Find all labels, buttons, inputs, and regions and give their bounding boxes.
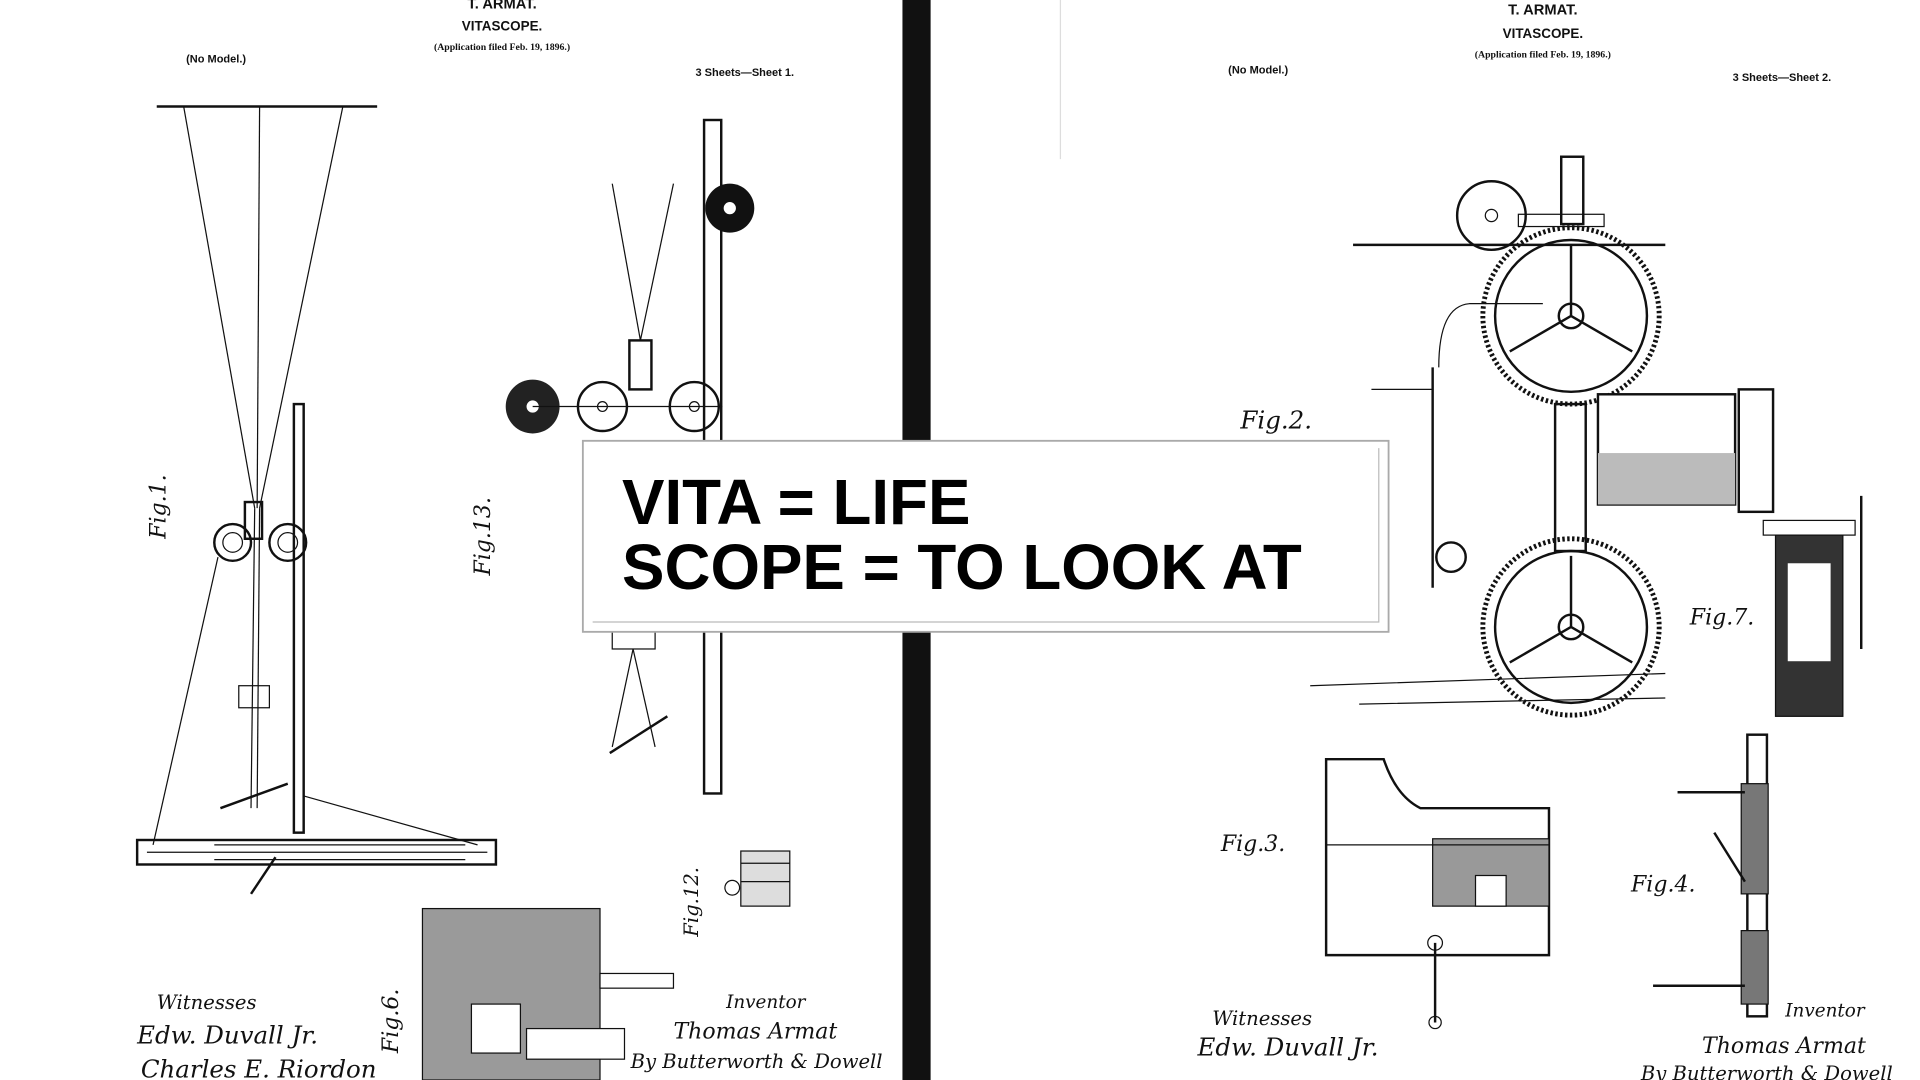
left-witness-2: Charles E. Riordon [141, 1055, 377, 1080]
caption-line-2: SCOPE = TO LOOK AT [622, 532, 1302, 603]
fig12-label: Fig.12. [680, 867, 703, 938]
left-inventor-name: T. ARMAT. [467, 0, 536, 13]
fig6-drawing: Fig.6. [379, 907, 675, 1080]
right-witnesses-label: Witnesses [1212, 1007, 1312, 1030]
right-witness-1: Edw. Duvall Jr. [1197, 1033, 1379, 1062]
left-attorney-signature: By Butterworth & Dowell [630, 1050, 883, 1073]
right-signatures: Witnesses Edw. Duvall Jr. Inventor Thoma… [1197, 1000, 1893, 1080]
left-witness-1: Edw. Duvall Jr. [136, 1020, 318, 1049]
fig3-drawing: Fig.3. [1220, 757, 1551, 1030]
right-inventor-label: Inventor [1784, 1000, 1866, 1021]
fig7-label: Fig.7. [1689, 605, 1754, 630]
fig1-projector-drawing: Fig.1. [135, 105, 498, 895]
caption-line-1: VITA = LIFE [622, 467, 970, 538]
fig4-drawing: Fig.4. [1630, 733, 1769, 1018]
fig6-label: Fig.6. [379, 989, 404, 1054]
left-sheet-header: T. ARMAT. VITASCOPE. (Application filed … [186, 0, 794, 79]
fig2-drawing: Fig.2. [1239, 155, 1775, 718]
fig12-drawing: Fig.12. [680, 850, 791, 938]
right-attorney-signature: By Butterworth & Dowell [1640, 1062, 1893, 1080]
fig13-label: Fig.13. [471, 497, 496, 576]
left-title: VITASCOPE. [462, 19, 542, 34]
right-sheet-number: 3 Sheets—Sheet 2. [1733, 72, 1832, 84]
left-sheet-number: 3 Sheets—Sheet 1. [696, 67, 795, 79]
left-signatures: Witnesses Edw. Duvall Jr. Charles E. Rio… [136, 991, 882, 1080]
fig7-drawing: Fig.7. [1689, 495, 1863, 717]
caption-box: VITA = LIFE SCOPE = TO LOOK AT [581, 439, 1390, 633]
right-sheet-header: T. ARMAT. VITASCOPE. (Application filed … [1228, 3, 1831, 84]
fig1-label: Fig.1. [146, 474, 171, 539]
left-no-model: (No Model.) [186, 53, 246, 65]
fig3-label: Fig.3. [1220, 832, 1285, 857]
left-inventor-label: Inventor [725, 992, 807, 1013]
fig4-label: Fig.4. [1630, 872, 1695, 897]
fig2-label: Fig.2. [1239, 406, 1312, 435]
left-application-date: (Application filed Feb. 19, 1896.) [434, 42, 570, 53]
right-application-date: (Application filed Feb. 19, 1896.) [1475, 50, 1611, 61]
right-no-model: (No Model.) [1228, 64, 1288, 76]
right-inventor-signature: Thomas Armat [1702, 1034, 1866, 1059]
left-inventor-signature: Thomas Armat [673, 1019, 837, 1044]
left-witnesses-label: Witnesses [157, 991, 257, 1014]
right-inventor-name: T. ARMAT. [1508, 3, 1577, 19]
right-title: VITASCOPE. [1503, 26, 1583, 41]
